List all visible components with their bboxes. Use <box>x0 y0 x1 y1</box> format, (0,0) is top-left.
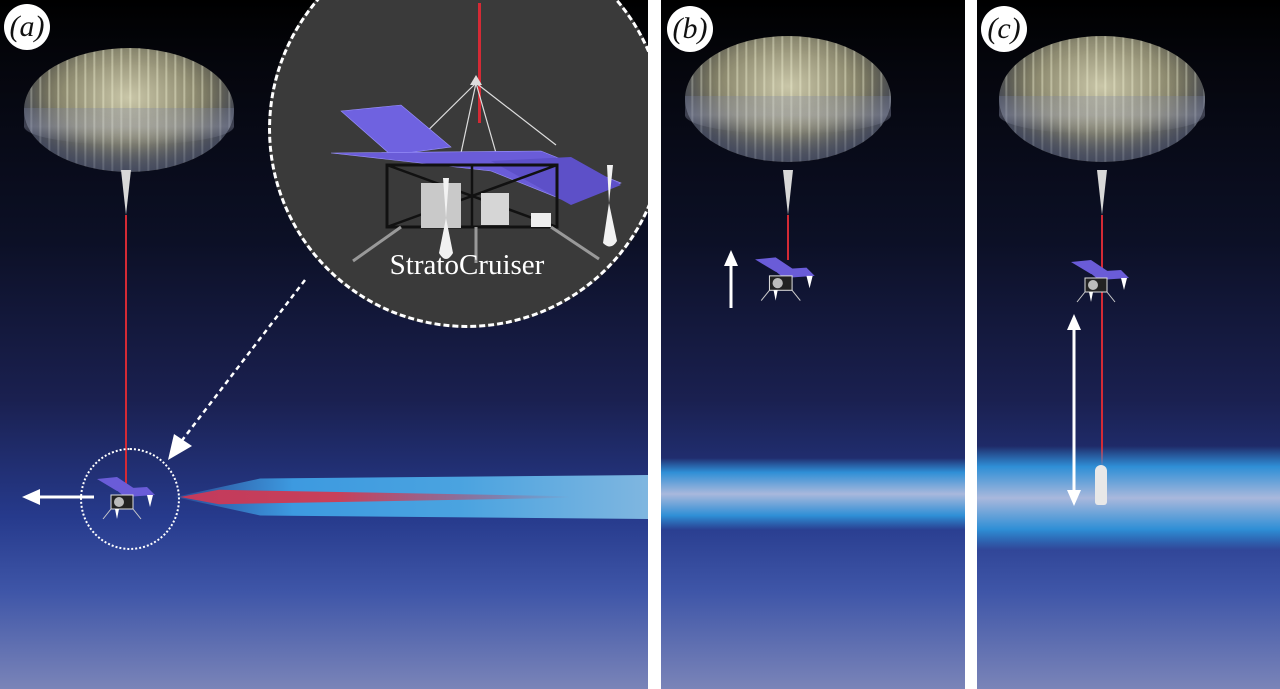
arrow-up-icon <box>724 250 738 308</box>
tether <box>1101 215 1103 465</box>
panel-label-c: (c) <box>981 6 1027 52</box>
inset-title: StratoCruiser <box>389 249 545 281</box>
balloon-neck <box>783 170 793 215</box>
highlight-circle <box>80 448 180 550</box>
pointer-arrow-icon <box>168 279 306 460</box>
balloon-neck <box>1097 170 1107 215</box>
stratocruiser-small <box>97 477 155 520</box>
arrow-left-icon <box>22 489 94 505</box>
balloon <box>685 36 891 162</box>
stratocruiser-detail <box>331 75 622 263</box>
balloon <box>24 48 234 172</box>
panel-c: (c) <box>977 0 1280 689</box>
layer-band <box>661 458 965 530</box>
balloon <box>999 36 1205 162</box>
stratocruiser-small <box>755 257 815 301</box>
inset-circle: StratoCruiser <box>268 0 648 328</box>
stratocruiser-small <box>1071 260 1129 303</box>
panel-a: (a) <box>0 0 648 689</box>
inset-tether <box>478 3 481 123</box>
tether <box>125 215 127 490</box>
arrow-updown-icon <box>1067 314 1081 506</box>
panel-label-b: (b) <box>667 6 713 52</box>
instrument-probe <box>1095 465 1107 505</box>
balloon-neck <box>121 170 131 215</box>
tether <box>787 215 789 260</box>
panel-label-a: (a) <box>4 4 50 50</box>
panel-b: (b) <box>661 0 965 689</box>
layer-band <box>977 446 1280 550</box>
